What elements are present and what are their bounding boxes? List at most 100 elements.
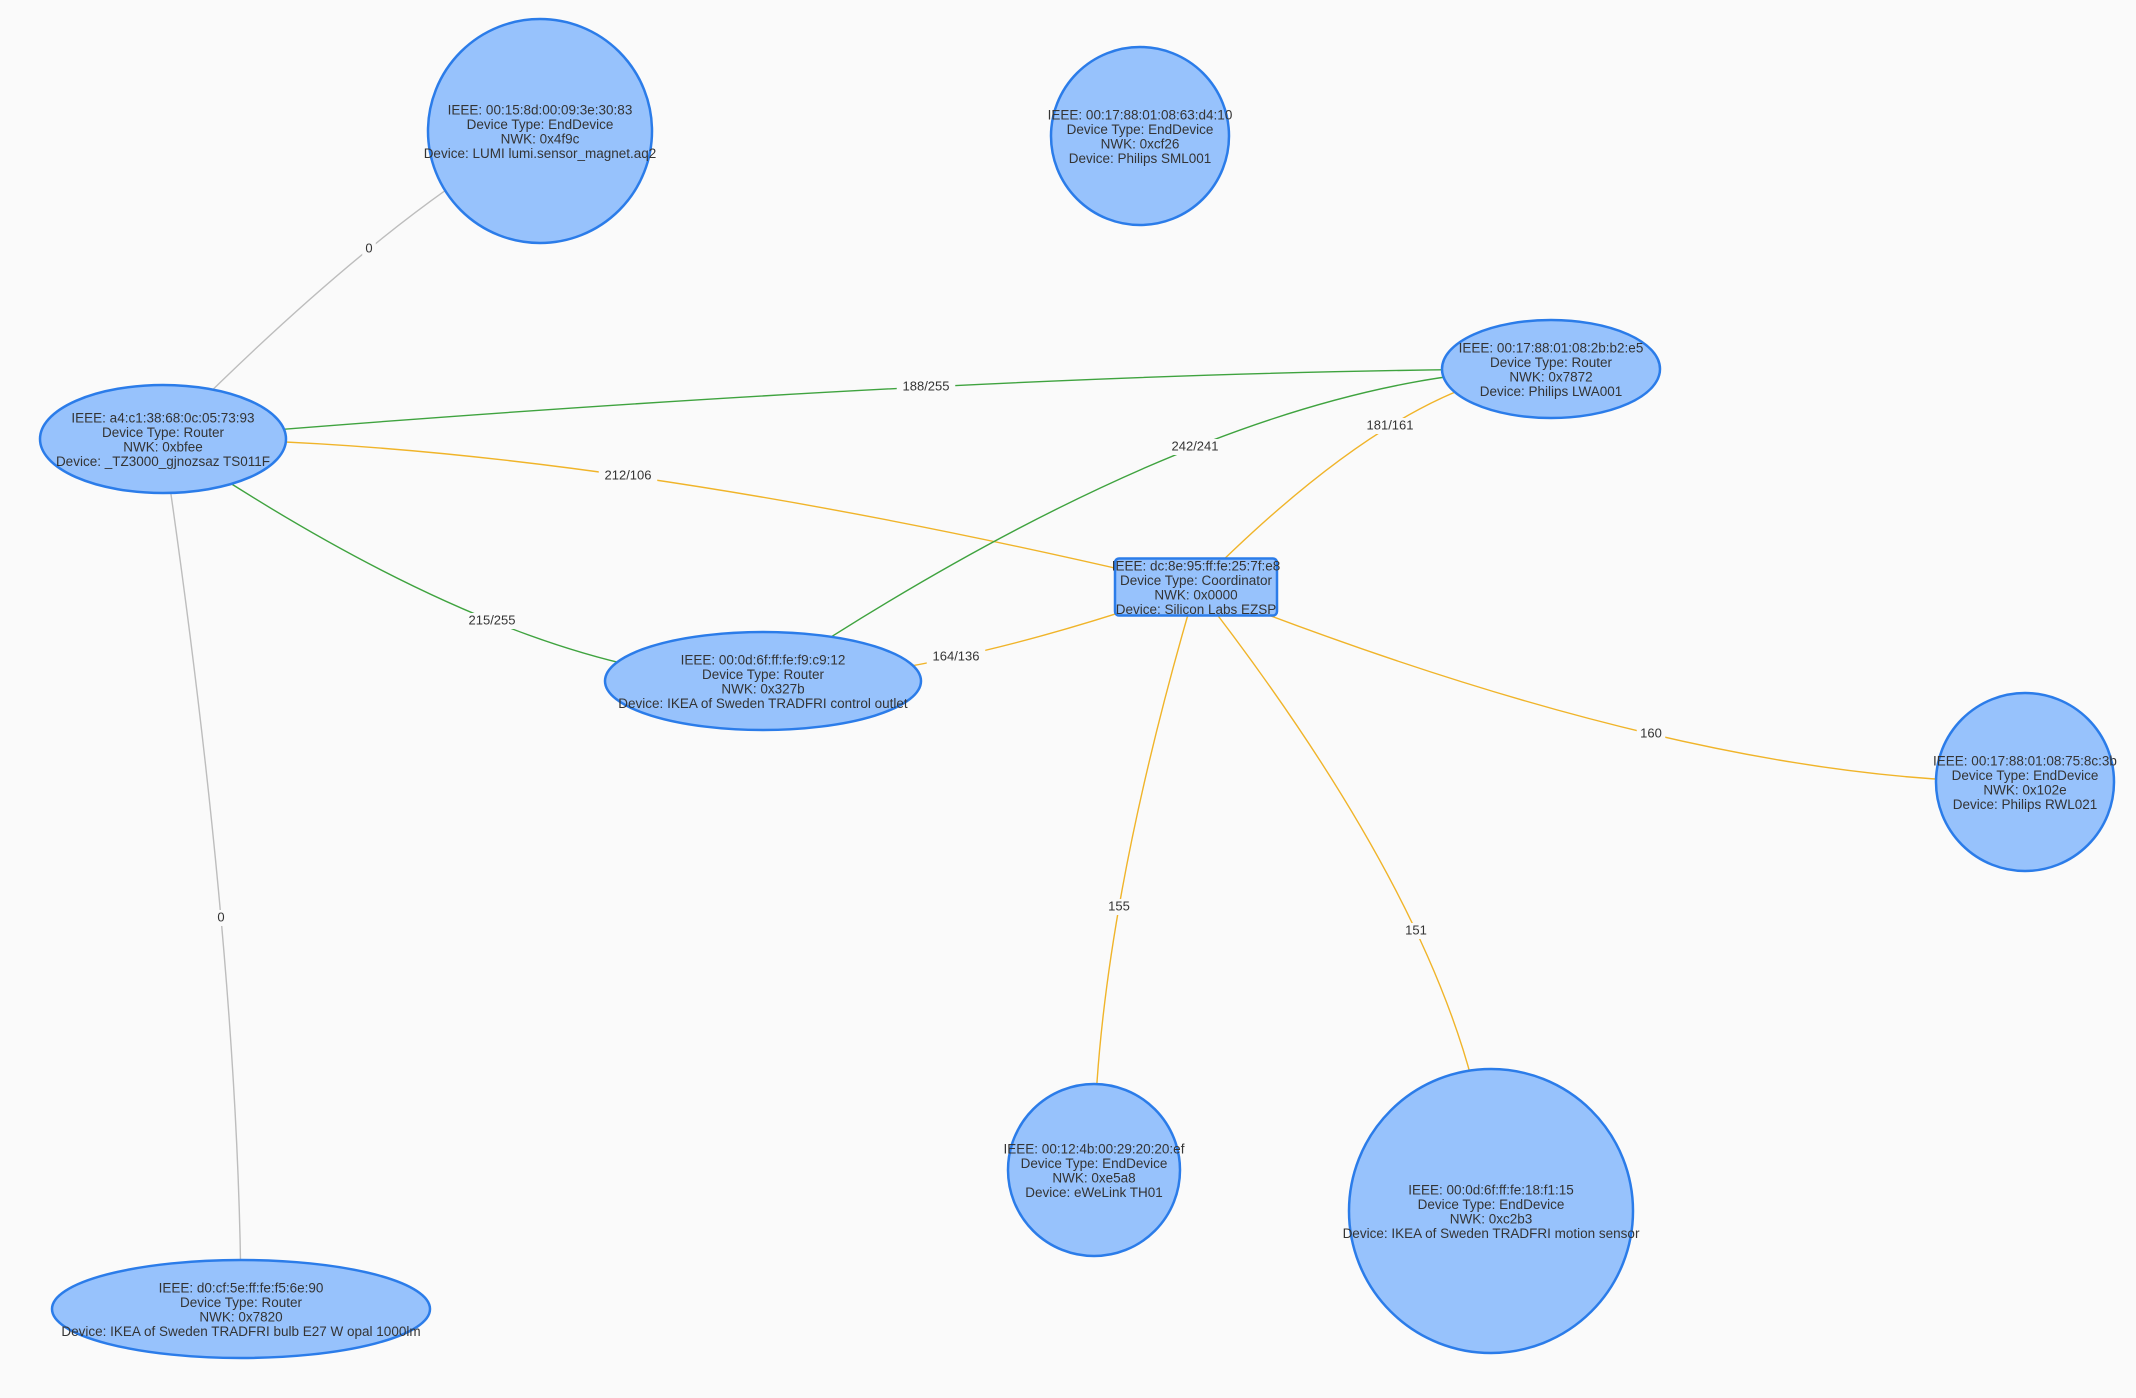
node-nwk: NWK: 0x7820 xyxy=(199,1309,282,1324)
node-device-type: Device Type: EndDevice xyxy=(1021,1156,1168,1171)
node-device-type: Device Type: EndDevice xyxy=(467,117,614,132)
edge-label-background xyxy=(362,241,376,257)
edge-label-background xyxy=(598,468,658,484)
node-nwk: NWK: 0xc2b3 xyxy=(1450,1211,1533,1226)
node-ieee: IEEE: 00:0d:6f:ff:fe:f9:c9:12 xyxy=(681,652,846,667)
node-device-type: Device Type: Router xyxy=(180,1295,303,1310)
node-shape[interactable] xyxy=(1006,1082,1182,1258)
node-device: Device: IKEA of Sweden TRADFRI bulb E27 … xyxy=(61,1324,420,1339)
node-device: Device: Silicon Labs EZSP xyxy=(1116,602,1277,617)
node-device: Device: Philips RWL021 xyxy=(1953,797,2098,812)
node-device: Device: LUMI lumi.sensor_magnet.aq2 xyxy=(424,146,657,161)
node-device: Device: IKEA of Sweden TRADFRI motion se… xyxy=(1343,1226,1640,1241)
node-device-type: Device Type: EndDevice xyxy=(1418,1197,1565,1212)
node-nwk: NWK: 0x327b xyxy=(721,681,804,696)
node-device-type: Device Type: Coordinator xyxy=(1120,573,1273,588)
edge-label: 215/255 xyxy=(469,612,516,627)
edge-label-background xyxy=(1636,726,1666,742)
edge-line[interactable] xyxy=(1093,586,1197,1171)
node-device: Device: Philips SML001 xyxy=(1069,151,1212,166)
node-ieee: IEEE: dc:8e:95:ff:fe:25:7f:e8 xyxy=(1112,558,1281,573)
node-nwk: NWK: 0x0000 xyxy=(1154,587,1237,602)
edge-line[interactable] xyxy=(1195,586,2026,783)
node-device: Device: eWeLink TH01 xyxy=(1025,1185,1163,1200)
node-nwk: NWK: 0xe5a8 xyxy=(1052,1170,1135,1185)
edge-label: 151 xyxy=(1405,922,1427,937)
edge-outlet-lwa001[interactable]: 242/241 xyxy=(762,368,1552,682)
edge-label-background xyxy=(926,649,986,665)
edge-coordinator-rwl021[interactable]: 160 xyxy=(1195,586,2026,783)
edge-label-background xyxy=(896,379,956,395)
edge-ts011f-bulb[interactable]: 0 xyxy=(162,438,242,1310)
edge-label: 212/106 xyxy=(605,467,652,482)
edge-line[interactable] xyxy=(162,368,1552,440)
node-shape[interactable] xyxy=(1049,45,1231,227)
node-shape[interactable] xyxy=(38,383,288,495)
edge-label: 0 xyxy=(217,909,224,924)
node-shape[interactable] xyxy=(1934,691,2116,873)
edge-label: 181/161 xyxy=(1367,417,1414,432)
node-shape[interactable] xyxy=(426,17,654,245)
edge-ts011f-lwa001[interactable]: 188/255 xyxy=(162,368,1552,440)
node-device-type: Device Type: EndDevice xyxy=(1067,122,1214,137)
node-device: Device: Philips LWA001 xyxy=(1480,384,1623,399)
edge-label-background xyxy=(214,910,228,926)
node-shape[interactable] xyxy=(1440,318,1662,420)
edge-label: 242/241 xyxy=(1172,438,1219,453)
edge-ts011f-coordinator[interactable]: 212/106 xyxy=(162,438,1197,588)
edge-line[interactable] xyxy=(162,438,242,1310)
node-ieee: IEEE: 00:15:8d:00:09:3e:30:83 xyxy=(448,102,633,117)
edge-label: 164/136 xyxy=(933,648,980,663)
node-ieee: IEEE: 00:0d:6f:ff:fe:18:f1:15 xyxy=(1408,1182,1574,1197)
node-ieee: IEEE: 00:12:4b:00:29:20:20:ef xyxy=(1004,1141,1185,1156)
edge-coordinator-th01[interactable]: 155 xyxy=(1093,586,1197,1171)
edge-line[interactable] xyxy=(162,438,1197,588)
edge-line[interactable] xyxy=(762,368,1552,682)
node-shape[interactable] xyxy=(603,630,923,732)
node-nwk: NWK: 0x4f9c xyxy=(501,131,580,146)
node-shape[interactable] xyxy=(1113,557,1279,617)
edge-label-background xyxy=(1104,899,1134,915)
node-ieee: IEEE: 00:17:88:01:08:75:8c:3b xyxy=(1933,753,2117,768)
node-ieee: IEEE: 00:17:88:01:08:2b:b2:e5 xyxy=(1459,340,1644,355)
node-device-type: Device Type: Router xyxy=(702,667,825,682)
node-nwk: NWK: 0x7872 xyxy=(1509,369,1592,384)
edge-label-background xyxy=(1165,439,1225,455)
edge-label: 160 xyxy=(1640,725,1662,740)
edge-label-background xyxy=(1360,418,1420,434)
edge-label: 155 xyxy=(1108,898,1130,913)
edge-label-background xyxy=(1401,923,1431,939)
node-nwk: NWK: 0xbfee xyxy=(123,439,203,454)
node-device: Device: IKEA of Sweden TRADFRI control o… xyxy=(618,696,908,711)
node-device-type: Device Type: Router xyxy=(102,425,225,440)
node-ieee: IEEE: 00:17:88:01:08:63:d4:10 xyxy=(1048,107,1233,122)
node-ieee: IEEE: a4:c1:38:68:0c:05:73:93 xyxy=(71,410,254,425)
node-shape[interactable] xyxy=(1347,1067,1635,1355)
edge-label: 188/255 xyxy=(903,378,950,393)
node-device-type: Device Type: Router xyxy=(1490,355,1613,370)
node-shape[interactable] xyxy=(50,1258,432,1360)
node-nwk: NWK: 0xcf26 xyxy=(1101,136,1180,151)
